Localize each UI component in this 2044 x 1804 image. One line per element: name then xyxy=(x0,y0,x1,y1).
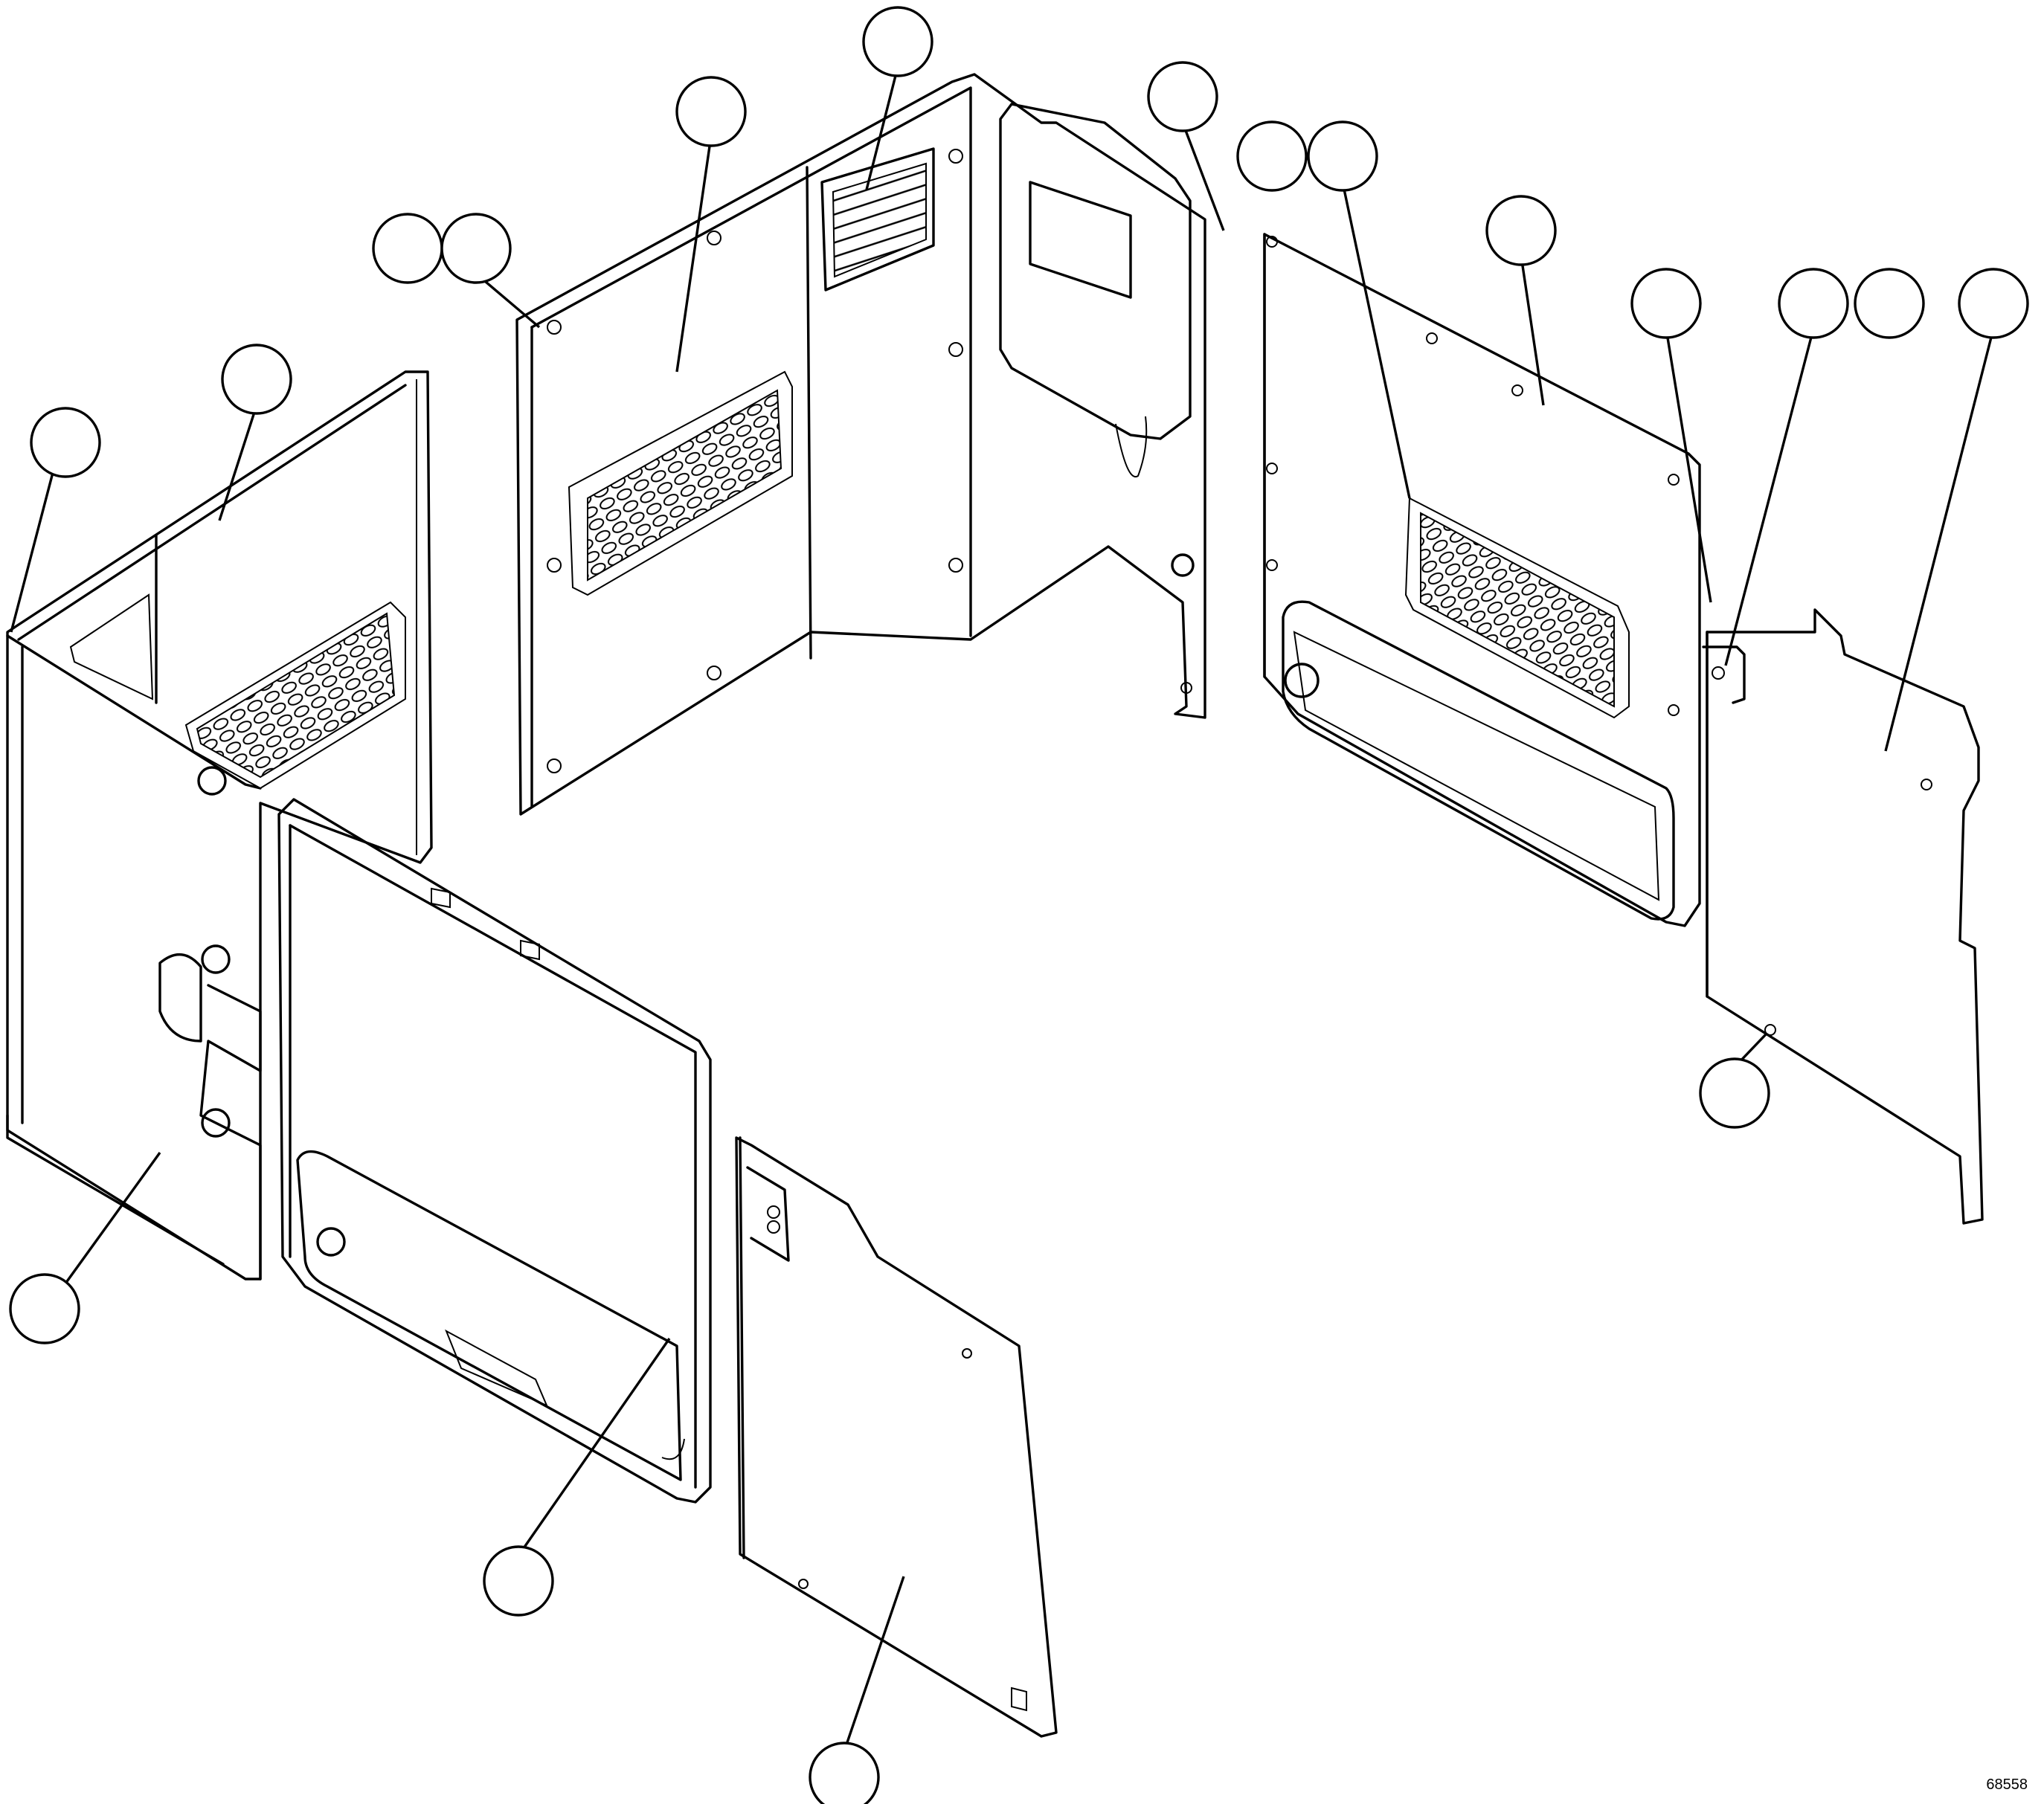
callout-balloon xyxy=(1630,268,1702,339)
callout-balloon xyxy=(1778,268,1849,339)
callout-balloon xyxy=(483,1545,554,1617)
right-lower-panel xyxy=(1702,608,1984,1225)
left-door-trim-panel xyxy=(277,798,712,1504)
left-lower-panel xyxy=(735,1136,1058,1738)
figure-number: 68558 xyxy=(1986,1776,2028,1793)
callout-balloon xyxy=(1485,195,1557,266)
callout-balloon xyxy=(372,213,443,284)
callout-balloon xyxy=(1307,120,1378,192)
callout-balloon xyxy=(1854,268,1925,339)
callout-balloon xyxy=(221,344,292,415)
rear-vent-grille xyxy=(820,147,935,291)
callout-balloon xyxy=(9,1273,80,1344)
callout-balloon xyxy=(1699,1057,1770,1129)
callout-balloon xyxy=(30,407,101,478)
callout-balloon xyxy=(1236,120,1308,192)
rear-upper-panel xyxy=(515,73,1206,816)
callout-balloon xyxy=(862,6,933,77)
left-side-panel xyxy=(6,370,433,1280)
right-side-trim-panel xyxy=(1180,233,1701,927)
callout-balloon xyxy=(1958,268,2029,339)
callout-balloon xyxy=(675,76,747,147)
callout-balloon xyxy=(809,1742,880,1804)
callout-balloon xyxy=(1147,61,1218,132)
callout-balloons xyxy=(9,6,2029,1804)
callout-balloon xyxy=(440,213,512,284)
